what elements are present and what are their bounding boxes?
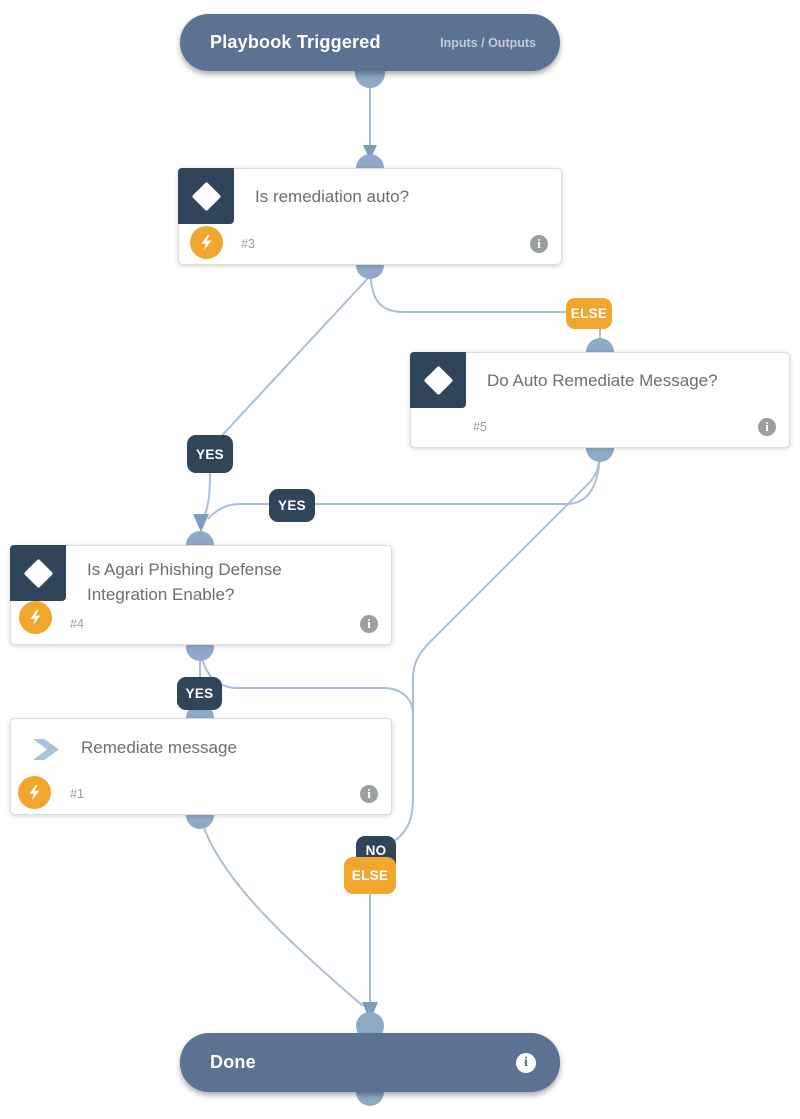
condition-type-square <box>410 352 466 408</box>
start-node-title: Playbook Triggered <box>210 32 381 52</box>
edge-cond3-yes-diagonal <box>213 275 371 445</box>
inputs-outputs-link[interactable]: Inputs / Outputs <box>440 35 536 50</box>
start-node-playbook-triggered[interactable]: Playbook Triggered Inputs / Outputs <box>180 14 560 71</box>
edge-task1-to-done <box>199 814 364 1007</box>
node-title: Is remediation auto? <box>255 187 410 206</box>
edge-label-yes-2[interactable]: YES <box>269 489 315 522</box>
info-icon[interactable]: i <box>360 785 378 803</box>
condition-node-is-remediation-auto[interactable]: Is remediation auto? #3 i <box>178 168 562 265</box>
task-number: #5 <box>473 420 487 434</box>
edge-label-yes-1[interactable]: YES <box>187 435 233 473</box>
task-node-remediate-message[interactable]: Remediate message #1 i <box>10 718 392 815</box>
edge-cond4-no <box>199 646 414 715</box>
end-node-title: Done <box>210 1052 256 1072</box>
condition-type-square <box>178 168 234 224</box>
arrowhead-done <box>362 1002 378 1021</box>
edge-label-else-top[interactable]: ELSE <box>566 298 612 329</box>
condition-node-is-agari-enabled[interactable]: Is Agari Phishing Defense Integration En… <box>10 545 392 645</box>
info-icon[interactable]: i <box>530 235 548 253</box>
end-node-done[interactable]: Done i <box>180 1033 560 1092</box>
edge-yes1-down <box>201 472 211 521</box>
condition-diamond-icon <box>423 365 453 395</box>
edge-label-else-bottom[interactable]: ELSE <box>344 857 396 894</box>
condition-type-square <box>10 545 66 601</box>
info-icon[interactable]: i <box>360 615 378 633</box>
edge-cond5-yes <box>207 447 601 520</box>
info-icon[interactable]: i <box>516 1052 536 1073</box>
edge-label-yes-3[interactable]: YES <box>177 677 222 710</box>
task-chevron-icon <box>33 739 59 765</box>
arrowhead-cond3 <box>363 145 377 160</box>
task-number: #1 <box>70 787 84 801</box>
edge-cond5-else-long <box>377 447 601 852</box>
node-title: Is Agari Phishing Defense Integration En… <box>87 560 282 604</box>
automation-lightning-icon <box>190 226 223 259</box>
task-number: #3 <box>241 237 255 251</box>
node-title: Remediate message <box>81 738 237 757</box>
arrowhead-cond4 <box>193 514 209 532</box>
condition-diamond-icon <box>23 558 53 588</box>
automation-lightning-icon <box>19 601 52 634</box>
condition-node-do-auto-remediate[interactable]: Do Auto Remediate Message? #5 i <box>410 352 790 448</box>
task-number: #4 <box>70 617 84 631</box>
condition-diamond-icon <box>191 181 221 211</box>
node-title: Do Auto Remediate Message? <box>487 371 718 390</box>
automation-lightning-icon <box>18 776 51 809</box>
info-icon[interactable]: i <box>758 418 776 436</box>
